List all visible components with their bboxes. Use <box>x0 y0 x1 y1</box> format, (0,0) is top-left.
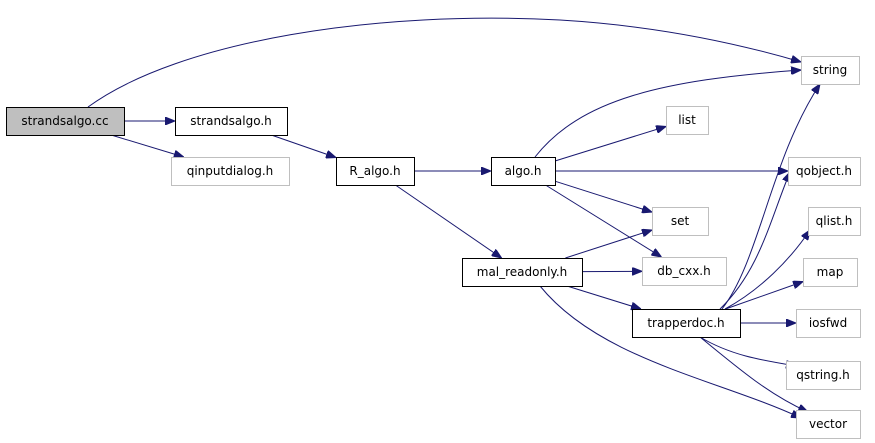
node-db_cxx_h: db_cxx.h <box>642 257 727 286</box>
edge-mal_readonly_h-to-trapperdoc_h <box>566 285 641 309</box>
node-label-string: string <box>813 63 847 77</box>
edge-algo_h-to-string <box>534 70 801 158</box>
node-label-iosfwd: iosfwd <box>809 316 847 330</box>
node-label-qinputdialog_h: qinputdialog.h <box>187 164 274 178</box>
node-label-db_cxx_h: db_cxx.h <box>657 264 710 278</box>
node-box-trapperdoc_h <box>632 309 741 338</box>
node-strandsalgo_h[interactable]: strandsalgo.h <box>175 107 288 136</box>
node-label-map: map <box>817 265 844 279</box>
node-strandsalgo_cc[interactable]: strandsalgo.cc <box>6 107 125 136</box>
edge-mal_readonly_h-to-set <box>565 230 652 259</box>
node-label-R_algo_h: R_algo.h <box>349 164 400 178</box>
node-label-mal_readonly_h: mal_readonly.h <box>477 265 568 279</box>
nodes-layer: strandsalgo.cc strandsalgo.h qinputdialog.… <box>6 56 861 439</box>
node-label-trapperdoc_h: trapperdoc.h <box>647 316 724 330</box>
node-box-string <box>801 56 860 85</box>
edge-trapperdoc_h-to-vector <box>699 336 808 412</box>
edge-trapperdoc_h-to-string <box>721 84 820 310</box>
edges-layer <box>87 17 820 418</box>
node-box-qlist_h <box>808 207 861 236</box>
node-box-list <box>666 106 709 135</box>
node-mal_readonly_h[interactable]: mal_readonly.h <box>462 258 583 287</box>
node-box-map <box>803 258 858 287</box>
node-box-iosfwd <box>796 309 861 338</box>
node-string: string <box>801 56 860 85</box>
node-qinputdialog_h: qinputdialog.h <box>171 157 290 186</box>
edge-trapperdoc_h-to-map <box>725 282 804 310</box>
node-vector: vector <box>796 410 861 439</box>
edge-trapperdoc_h-to-qstring_h <box>699 336 796 366</box>
node-label-algo_h: algo.h <box>505 164 542 178</box>
edge-R_algo_h-to-mal_readonly_h <box>395 184 501 258</box>
node-box-strandsalgo_cc <box>6 107 125 136</box>
edge-algo_h-to-list <box>554 127 666 162</box>
node-trapperdoc_h[interactable]: trapperdoc.h <box>632 309 741 338</box>
node-box-strandsalgo_h <box>175 107 288 136</box>
node-iosfwd: iosfwd <box>796 309 861 338</box>
node-label-qstring_h: qstring.h <box>796 368 849 382</box>
node-qstring_h: qstring.h <box>786 361 861 390</box>
node-qobject_h: qobject.h <box>788 157 861 186</box>
node-label-qlist_h: qlist.h <box>816 214 853 228</box>
node-label-set: set <box>671 214 690 228</box>
node-map: map <box>803 258 858 287</box>
edge-trapperdoc_h-to-qlist_h <box>724 230 810 310</box>
edge-strandsalgo_cc-to-string <box>87 17 801 108</box>
node-box-qinputdialog_h <box>171 157 290 186</box>
node-label-strandsalgo_cc: strandsalgo.cc <box>21 114 108 128</box>
edge-mal_readonly_h-to-vector <box>539 285 801 418</box>
node-box-db_cxx_h <box>642 257 727 286</box>
node-R_algo_h[interactable]: R_algo.h <box>336 157 415 186</box>
node-box-set <box>652 207 709 236</box>
node-algo_h[interactable]: algo.h <box>491 157 556 186</box>
edge-algo_h-to-db_cxx_h <box>545 184 662 257</box>
node-box-qstring_h <box>786 361 861 390</box>
edge-trapperdoc_h-to-qobject_h <box>719 172 790 310</box>
node-label-list: list <box>678 113 696 127</box>
edge-algo_h-to-set <box>554 180 652 212</box>
node-list: list <box>666 106 709 135</box>
node-qlist_h: qlist.h <box>808 207 861 236</box>
edge-strandsalgo_cc-to-qinputdialog_h <box>111 134 184 157</box>
node-box-R_algo_h <box>336 157 415 186</box>
node-box-vector <box>796 410 861 439</box>
node-box-qobject_h <box>788 157 861 186</box>
node-box-mal_readonly_h <box>462 258 583 287</box>
node-label-vector: vector <box>809 417 847 431</box>
node-label-qobject_h: qobject.h <box>796 164 852 178</box>
node-box-algo_h <box>491 157 556 186</box>
node-set: set <box>652 207 709 236</box>
edge-strandsalgo_h-to-R_algo_h <box>271 134 336 158</box>
node-label-strandsalgo_h: strandsalgo.h <box>190 114 272 128</box>
